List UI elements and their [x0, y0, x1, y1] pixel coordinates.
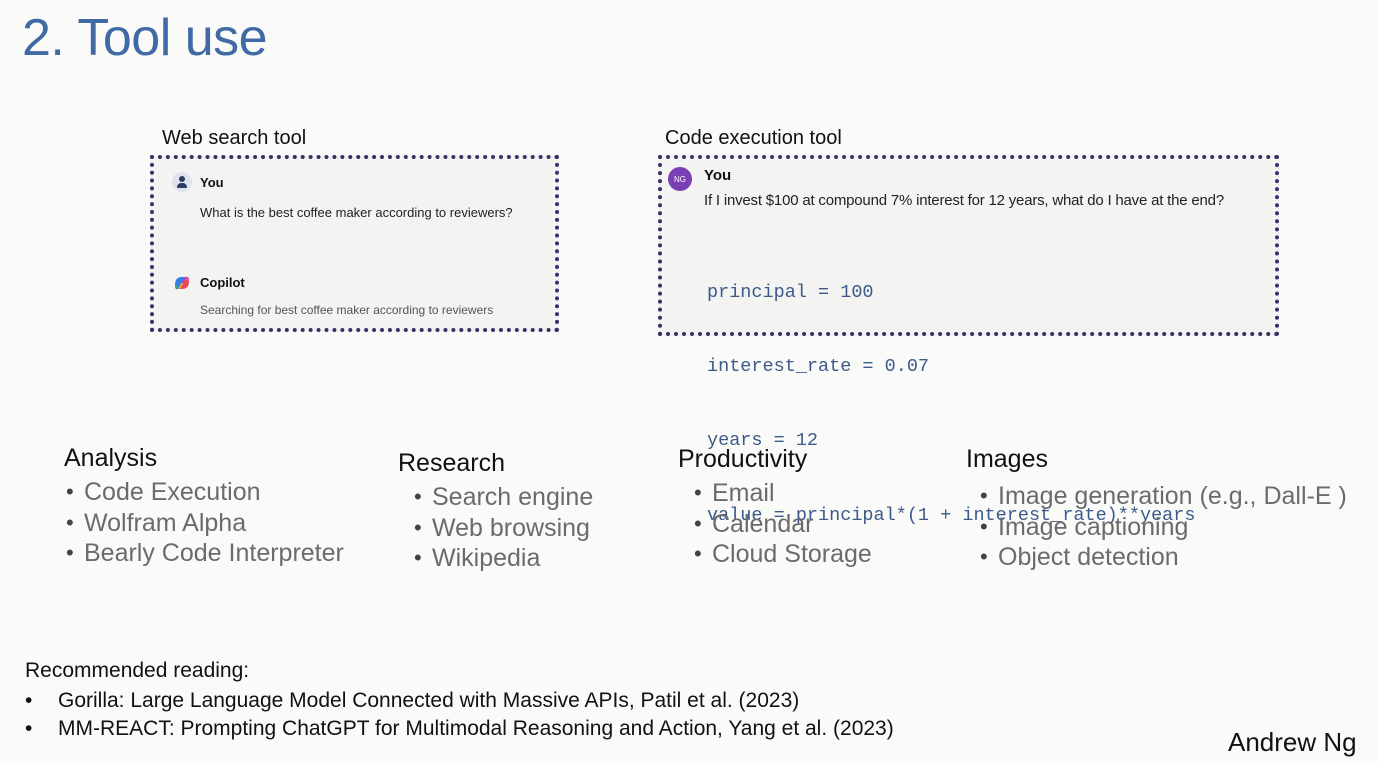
ng-avatar: NG — [668, 167, 692, 191]
web-user-label: You — [200, 175, 224, 190]
list-item: Email — [678, 478, 872, 509]
category-title: Research — [398, 449, 505, 477]
code-line: interest_rate = 0.07 — [707, 355, 930, 377]
slide-title: 2. Tool use — [22, 9, 268, 67]
web-search-panel: You What is the best coffee maker accord… — [150, 155, 559, 332]
list-item: Image generation (e.g., Dall-E ) — [966, 481, 1347, 512]
code-execution-caption: Code execution tool — [665, 127, 842, 149]
list-item: Wolfram Alpha — [64, 508, 344, 539]
category-title: Images — [966, 445, 1048, 473]
category-title: Analysis — [64, 444, 158, 472]
category-list: Search engine Web browsing Wikipedia — [398, 482, 593, 574]
category-title: Productivity — [678, 445, 808, 473]
list-item: Object detection — [966, 542, 1347, 573]
list-item: Cloud Storage — [678, 539, 872, 570]
code-user-question: If I invest $100 at compound 7% interest… — [704, 192, 1224, 209]
list-item: Code Execution — [64, 477, 344, 508]
list-item: Bearly Code Interpreter — [64, 538, 344, 569]
recommended-reading-title: Recommended reading: — [25, 659, 250, 682]
code-line: principal = 100 — [707, 281, 874, 303]
list-item: Wikipedia — [398, 543, 593, 574]
category-analysis: Analysis Code Execution Wolfram Alpha Be… — [64, 444, 344, 569]
category-list: Image generation (e.g., Dall-E ) Image c… — [966, 481, 1347, 573]
list-item: Calendar — [678, 509, 872, 540]
reading-item: MM-REACT: Prompting ChatGPT for Multimod… — [25, 715, 894, 743]
category-list: Code Execution Wolfram Alpha Bearly Code… — [64, 477, 344, 569]
category-images: Images Image generation (e.g., Dall-E ) … — [966, 445, 1347, 573]
web-assistant-status: Searching for best coffee maker accordin… — [200, 303, 494, 317]
user-avatar-icon — [172, 172, 192, 192]
web-assistant-label: Copilot — [200, 275, 245, 290]
list-item: Search engine — [398, 482, 593, 513]
copilot-logo-icon — [174, 276, 190, 290]
web-search-caption: Web search tool — [162, 127, 307, 149]
recommended-reading-list: Gorilla: Large Language Model Connected … — [25, 687, 894, 742]
code-execution-panel: NG You If I invest $100 at compound 7% i… — [658, 155, 1279, 526]
author-name: Andrew Ng — [1228, 727, 1357, 757]
list-item: Image captioning — [966, 512, 1347, 543]
category-productivity: Productivity Email Calendar Cloud Storag… — [678, 445, 872, 570]
code-line: years = 12 — [707, 430, 819, 452]
web-user-question: What is the best coffee maker according … — [200, 205, 513, 220]
code-user-label: You — [704, 167, 732, 184]
reading-item: Gorilla: Large Language Model Connected … — [25, 687, 894, 715]
category-list: Email Calendar Cloud Storage — [678, 478, 872, 570]
category-research: Research Search engine Web browsing Wiki… — [398, 449, 593, 574]
list-item: Web browsing — [398, 513, 593, 544]
